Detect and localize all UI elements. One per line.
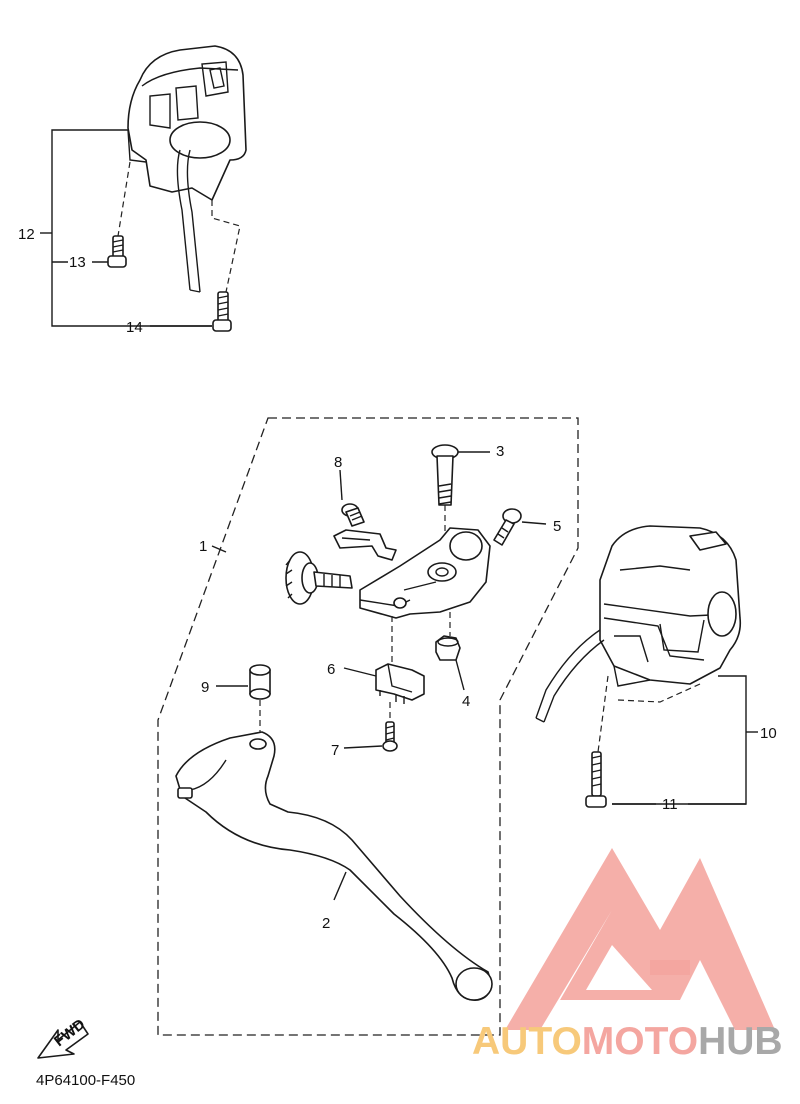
callout-10: 10 [760, 725, 777, 742]
callout-11: 11 [662, 796, 678, 813]
watermark-auto: AUTO [472, 1020, 582, 1063]
watermark-text: AUTOMOTOHUB [472, 1020, 783, 1063]
switch-bracket [333, 529, 397, 561]
lever-holder [359, 527, 491, 619]
watermark-logo [505, 848, 775, 1030]
adjuster-knob [285, 551, 353, 605]
callout-6: 6 [327, 661, 335, 678]
callout-8: 8 [334, 454, 342, 471]
bracket-12 [51, 129, 212, 327]
screw-8 [341, 503, 365, 527]
left-handlebar-switch [127, 45, 247, 293]
screw-7 [382, 721, 398, 752]
brake-switch-6 [375, 663, 425, 704]
watermark-moto: MOTO [582, 1020, 698, 1063]
screw-14 [212, 291, 232, 332]
callout-3: 3 [496, 443, 504, 460]
assembly-outline-1 [157, 417, 579, 1036]
callout-5: 5 [553, 518, 561, 535]
screw-13 [107, 235, 127, 268]
screw-11 [585, 751, 607, 808]
callout-4: 4 [462, 693, 470, 710]
callout-2: 2 [322, 915, 330, 932]
nut-4 [435, 635, 461, 661]
callout-13: 13 [69, 254, 86, 271]
brake-lever-2 [175, 731, 493, 1001]
collar-9 [249, 664, 271, 700]
fwd-arrow-icon: FWD [37, 1016, 89, 1059]
screw-5 [493, 508, 522, 546]
watermark-hub: HUB [698, 1020, 783, 1063]
pivot-bolt-3 [431, 444, 459, 506]
callout-7: 7 [331, 742, 339, 759]
callout-9: 9 [201, 679, 209, 696]
bracket-10 [612, 675, 747, 805]
diagram-code: 4P64100-F450 [36, 1072, 136, 1089]
callout-1: 1 [199, 538, 207, 555]
callout-14: 14 [126, 319, 143, 336]
right-handlebar-switch [535, 525, 742, 723]
callout-12: 12 [18, 226, 35, 243]
